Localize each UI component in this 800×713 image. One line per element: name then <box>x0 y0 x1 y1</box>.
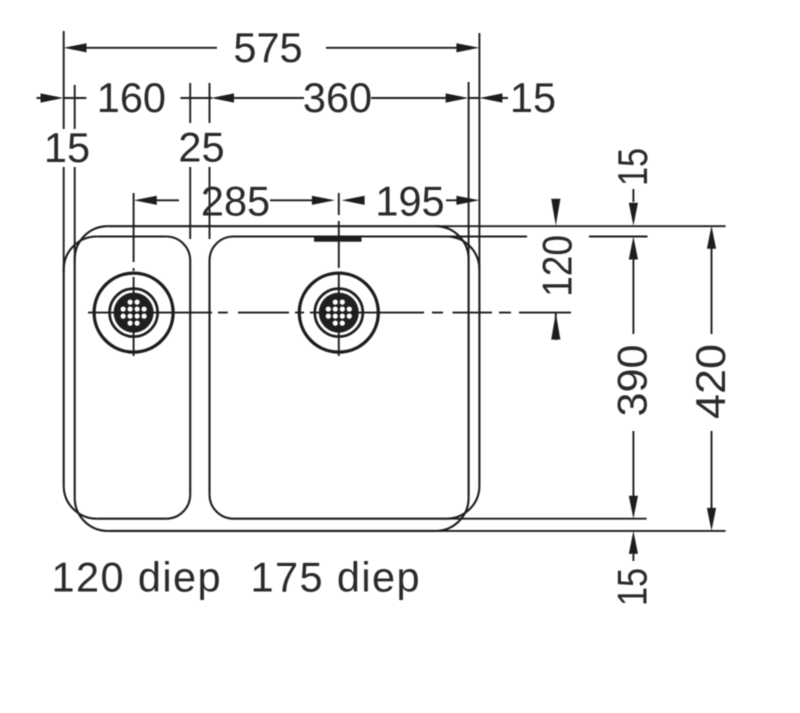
svg-text:25: 25 <box>178 124 224 171</box>
svg-text:120: 120 <box>533 235 580 297</box>
svg-text:575: 575 <box>233 24 302 71</box>
svg-text:15: 15 <box>609 148 656 186</box>
svg-text:195: 195 <box>375 177 444 224</box>
svg-text:360: 360 <box>303 74 372 121</box>
svg-text:15: 15 <box>609 568 656 606</box>
svg-text:15: 15 <box>510 74 556 121</box>
svg-text:420: 420 <box>687 344 734 419</box>
svg-text:285: 285 <box>201 177 270 224</box>
svg-text:390: 390 <box>608 345 655 417</box>
svg-text:120 diep: 120 diep <box>52 554 222 601</box>
svg-text:15: 15 <box>44 124 90 171</box>
svg-text:160: 160 <box>97 74 166 121</box>
svg-text:175 diep: 175 diep <box>251 554 421 601</box>
